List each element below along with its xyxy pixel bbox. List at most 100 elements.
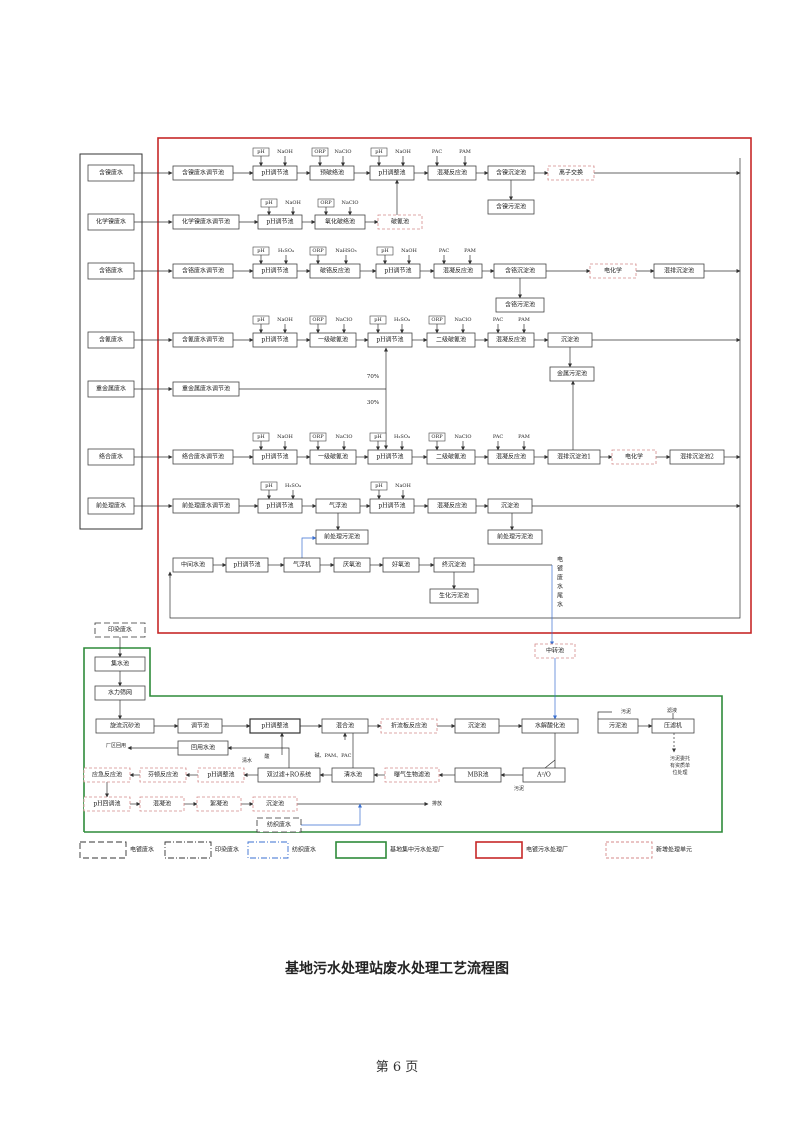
cr-sed-label: 含铬沉淀池 <box>505 267 535 275</box>
n-r-pac: PAC <box>432 149 443 155</box>
press-label: 压滤机 <box>664 722 682 730</box>
p-coag-label: 混凝反应池 <box>437 502 467 510</box>
b-sludge <box>429 588 479 604</box>
sludge-out-text-3: 位处理 <box>672 769 687 776</box>
b-sed-label: 终沉淀池 <box>442 561 466 569</box>
pollute-text: 污泥 <box>514 785 524 792</box>
c-r-ph-label: pH <box>265 200 273 206</box>
cy-r-ph2-label: pH <box>374 317 382 323</box>
press <box>651 718 695 734</box>
cy-r-naclo2: NaClO <box>455 317 472 323</box>
r-floc-label: 絮凝池 <box>210 800 228 808</box>
source-box-1 <box>87 213 135 231</box>
p-ph2 <box>369 498 415 514</box>
source-box-2 <box>87 262 135 280</box>
source-box-4-label: 重金属废水 <box>96 385 126 393</box>
x-r-ph2 <box>369 432 387 442</box>
p-sed <box>487 498 533 514</box>
tail-label-char: 水 <box>557 583 563 591</box>
cr-r-orp-label: ORP <box>312 248 324 254</box>
cr-coag <box>433 263 483 279</box>
screen-label: 水力筛网 <box>108 689 132 697</box>
n-adj-label: 含镍废水调节池 <box>182 169 224 177</box>
source-box-2-label: 含铬废水 <box>99 267 123 275</box>
cr-r-pam: PAM <box>464 248 476 254</box>
p-float-label: 气浮池 <box>329 502 347 510</box>
grit-label: 旋流沉砂池 <box>110 722 140 730</box>
pct-30: 30% <box>367 400 379 406</box>
reuse-text: 厂区回用 <box>106 743 126 749</box>
b-sed <box>433 557 475 573</box>
hydro-ao-tip <box>544 759 556 769</box>
g-mix <box>321 718 369 734</box>
cr-r-ph <box>252 246 270 256</box>
cr-r-ph2 <box>376 246 394 256</box>
clear <box>331 767 375 783</box>
g-ph-label: pH调整池 <box>261 722 288 730</box>
grit <box>95 718 155 734</box>
transfer <box>534 643 576 659</box>
sludge-text: 污泥 <box>621 708 631 715</box>
legend-label-0: 电镀废水 <box>130 846 154 854</box>
cy-r-h2so4: H₂SO₄ <box>394 317 410 323</box>
tail-label-char: 电 <box>557 556 563 564</box>
g-sed <box>454 718 500 734</box>
cy-sed <box>547 332 593 348</box>
cy-coag <box>487 332 535 348</box>
reuse-pool-label: 回用水池 <box>191 744 215 752</box>
p-ph-label: pH调节池 <box>266 502 293 510</box>
source-box-3-label: 含氰废水 <box>99 336 123 344</box>
pct-70: 70% <box>367 374 379 380</box>
legend-swatch-5 <box>605 841 653 859</box>
collect <box>94 656 146 672</box>
p-sludge1-label: 前处理污泥池 <box>324 533 360 541</box>
legend-swatch-2 <box>247 841 289 859</box>
cy-r-orp <box>309 315 327 325</box>
r-emerg-label: 应急反应池 <box>92 771 122 779</box>
r-fenton-label: 芬顿反应池 <box>148 771 178 779</box>
x-mix1-label: 混排沉淀池1 <box>557 453 591 461</box>
r-fenton <box>139 767 187 783</box>
cy-r-orp-label: ORP <box>312 317 324 323</box>
x-r-orp2 <box>428 432 446 442</box>
b-anox <box>333 557 371 573</box>
equal <box>177 718 223 734</box>
legend-label-2: 纺织废水 <box>292 846 316 854</box>
collect-label: 集水池 <box>111 660 129 668</box>
c-break <box>377 214 423 230</box>
x-adj <box>172 449 234 465</box>
source-box-5-label: 络合废水 <box>99 453 123 461</box>
p-sludge2-label: 前处理污泥池 <box>497 533 533 541</box>
n-r-ph2-label: pH <box>375 149 383 155</box>
n-r-naclo: NaClO <box>335 149 352 155</box>
n-break <box>309 165 355 181</box>
cr-r-nahso3: NaHSO₃ <box>335 248 356 254</box>
b-float-sludge <box>301 535 317 558</box>
reuse-pool <box>177 740 229 756</box>
x-ph2 <box>367 449 413 465</box>
p-r-ph2-label: pH <box>375 483 383 489</box>
dye-src-label: 印染废水 <box>108 626 132 634</box>
b-ph-label: pH调节池 <box>233 561 260 569</box>
n-ph <box>252 165 298 181</box>
tail-label-char: 废 <box>557 574 563 582</box>
n-coag-label: 混凝反应池 <box>437 169 467 177</box>
cy-coag-label: 混凝反应池 <box>496 336 526 344</box>
return-line <box>169 158 741 619</box>
r-ph-label: pH调整池 <box>207 771 234 779</box>
x-coag-label: 混凝反应池 <box>496 453 526 461</box>
n-ion-label: 离子交换 <box>559 169 583 177</box>
source-box-5 <box>87 448 135 466</box>
cr-mix-label: 混排沉淀池 <box>664 267 694 275</box>
ao-label: A²/O <box>536 772 551 779</box>
n-break-label: 预破络池 <box>320 169 344 177</box>
cr-ph-label: pH调节池 <box>261 267 288 275</box>
cy-sed-label: 沉淀池 <box>561 336 579 344</box>
tail-label-char: 尾 <box>557 593 563 600</box>
cr-adj-label: 含铬废水调节池 <box>182 267 224 275</box>
p-adj-label: 前处理废水调节池 <box>182 502 230 510</box>
n-r-naoh: NaOH <box>277 149 293 155</box>
g-fold-label: 折流板反应池 <box>391 722 427 730</box>
sludge-pool <box>597 718 639 734</box>
r-coag-label: 混凝池 <box>153 800 171 808</box>
